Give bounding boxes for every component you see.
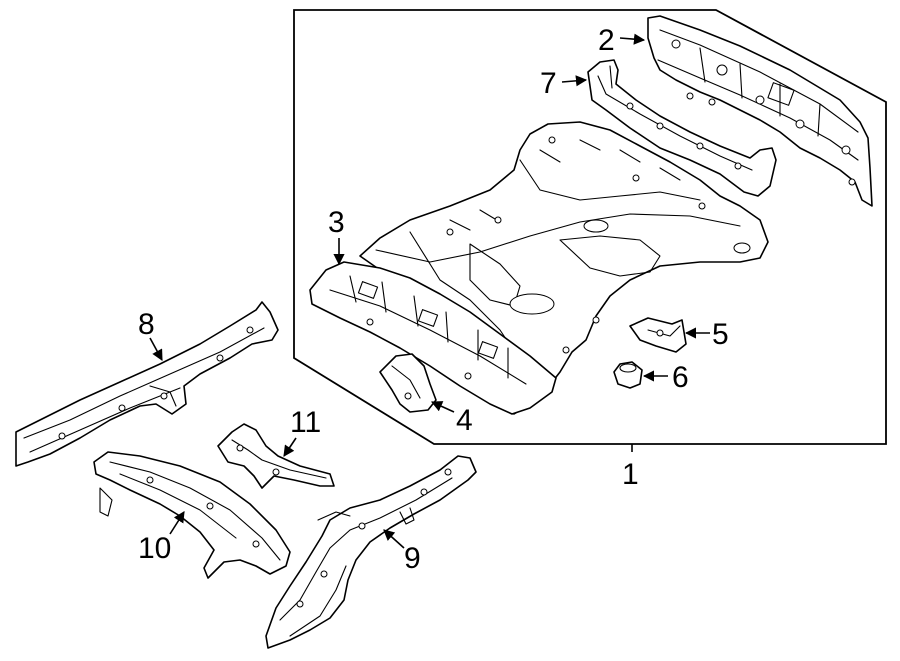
bracket-part-5[interactable] — [629, 317, 687, 353]
callout-4: 4 — [456, 404, 473, 437]
callout-9: 9 — [404, 542, 421, 575]
leader-8 — [149, 337, 163, 361]
leader-9 — [383, 529, 405, 549]
rear-panel-part[interactable] — [647, 15, 873, 207]
leader-11 — [283, 437, 297, 457]
callout-6: 6 — [672, 361, 689, 394]
callout-7: 7 — [540, 67, 557, 100]
rear-cross-member-part[interactable] — [587, 59, 777, 197]
leader-4 — [430, 401, 455, 413]
callout-10: 10 — [138, 532, 171, 565]
callout-5: 5 — [712, 318, 729, 351]
plug-part-6[interactable] — [613, 361, 643, 389]
side-rail-part-8[interactable] — [15, 301, 279, 467]
assembly-frame — [293, 9, 887, 445]
floor-side-panel-part[interactable] — [309, 261, 557, 415]
bracket-part-4[interactable] — [379, 353, 437, 413]
leader-10 — [169, 511, 185, 535]
side-member-part-9[interactable] — [265, 455, 477, 649]
floor-rail-part-10[interactable] — [93, 451, 291, 579]
callout-11: 11 — [290, 406, 321, 439]
callout-3: 3 — [328, 206, 345, 239]
callout-2: 2 — [598, 24, 615, 57]
callout-8: 8 — [138, 308, 155, 341]
leader-7 — [561, 75, 588, 87]
rail-bracket-part-11[interactable] — [217, 423, 335, 489]
callout-1: 1 — [622, 458, 639, 491]
leader-2 — [619, 33, 646, 45]
